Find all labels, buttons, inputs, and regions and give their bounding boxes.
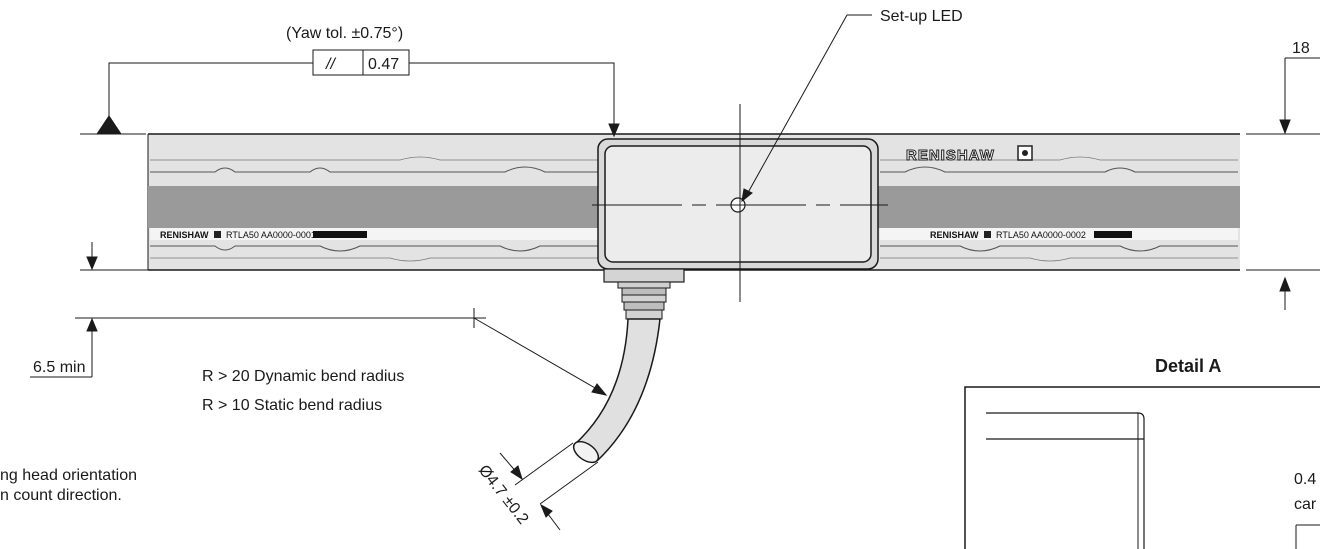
connector-neck <box>617 281 671 289</box>
connector-body <box>603 268 685 283</box>
detail-note-label: car <box>1294 496 1317 513</box>
logo-mark-dot <box>1022 150 1028 156</box>
note-line-2: n count direction. <box>0 487 122 504</box>
dim-min-label: 6.5 min <box>33 359 85 376</box>
yaw-callout: (Yaw tol. ±0.75°) // 0.47 <box>80 25 620 138</box>
led-leader-line <box>744 14 872 199</box>
bend-radius-leader <box>473 317 603 393</box>
detail-a-corner <box>1137 412 1145 549</box>
cable <box>572 318 661 464</box>
led-callout: Set-up LED <box>741 8 963 203</box>
tolerance-leader <box>409 62 615 132</box>
scale-part-left: RTLA50 AA0000-0001 <box>226 230 316 240</box>
diameter-ext-1 <box>514 442 574 486</box>
diameter-arrow-1 <box>510 465 523 481</box>
detail-a-frame <box>964 386 1320 549</box>
connector-ring-1 <box>621 287 667 296</box>
scale-upper-groove <box>150 166 1238 173</box>
cable-diameter-label: Ø4.7 ±0.2 <box>475 462 532 528</box>
parallelism-symbol: // <box>325 56 336 73</box>
bend-radius-arrow <box>591 383 608 396</box>
scale-brand-left: RENISHAW <box>160 230 209 240</box>
detail-a: Detail A 0.4 car <box>964 356 1320 549</box>
scale-barcode-left <box>313 231 367 238</box>
detail-dim-label: 0.4 <box>1294 471 1316 488</box>
scale-brand-logo: RENISHAW <box>906 147 995 164</box>
dim-min-top-arrow <box>86 256 98 271</box>
tolerance-frame <box>312 49 410 76</box>
diameter-ext-2 <box>539 461 599 505</box>
dim-18: 18 <box>1246 40 1320 310</box>
connector-ring-3 <box>623 301 665 311</box>
scale-label-strip-left <box>150 228 600 240</box>
dim-18-label: 18 <box>1292 40 1310 57</box>
connector-ring-4 <box>625 309 663 320</box>
tolerance-arrowhead <box>608 123 620 138</box>
dynamic-bend-label: R > 20 Dynamic bend radius <box>202 368 404 385</box>
dim-min: 6.5 min <box>30 242 596 378</box>
scale-label-strip-right <box>880 228 1238 240</box>
scale-barcode-right <box>1094 231 1132 238</box>
diameter-arrow-2 <box>539 503 553 518</box>
centre-lines <box>592 104 888 302</box>
note-line-1: ng head orientation <box>0 467 137 484</box>
static-bend-label: R > 10 Static bend radius <box>202 397 382 414</box>
datum-triangle <box>96 115 122 135</box>
scale-part-right: RTLA50 AA0000-0002 <box>996 230 1086 240</box>
tolerance-value: 0.47 <box>368 56 399 73</box>
setup-led-label: Set-up LED <box>880 8 963 25</box>
dim-18-top-arrow <box>1279 119 1291 135</box>
brand-mark-right <box>984 231 991 238</box>
datum-leader <box>108 62 313 120</box>
detail-a-title: Detail A <box>1155 356 1221 376</box>
connector-ring-2 <box>621 294 667 303</box>
scale-lower-groove-2 <box>150 257 1238 262</box>
cable-body <box>572 318 661 461</box>
dim-18-bottom-arrow <box>1279 276 1291 292</box>
led-leader-arrowhead <box>741 188 753 203</box>
bend-radius: R > 20 Dynamic bend radius R > 10 Static… <box>202 308 608 414</box>
cable-end <box>572 440 600 464</box>
readhead <box>597 138 879 320</box>
yaw-tolerance-label: (Yaw tol. ±0.75°) <box>286 25 403 42</box>
scale-brand-right: RENISHAW <box>930 230 979 240</box>
scale-lower-groove <box>150 245 1238 252</box>
scale-upper-groove-2 <box>150 156 1238 161</box>
brand-mark-left <box>214 231 221 238</box>
